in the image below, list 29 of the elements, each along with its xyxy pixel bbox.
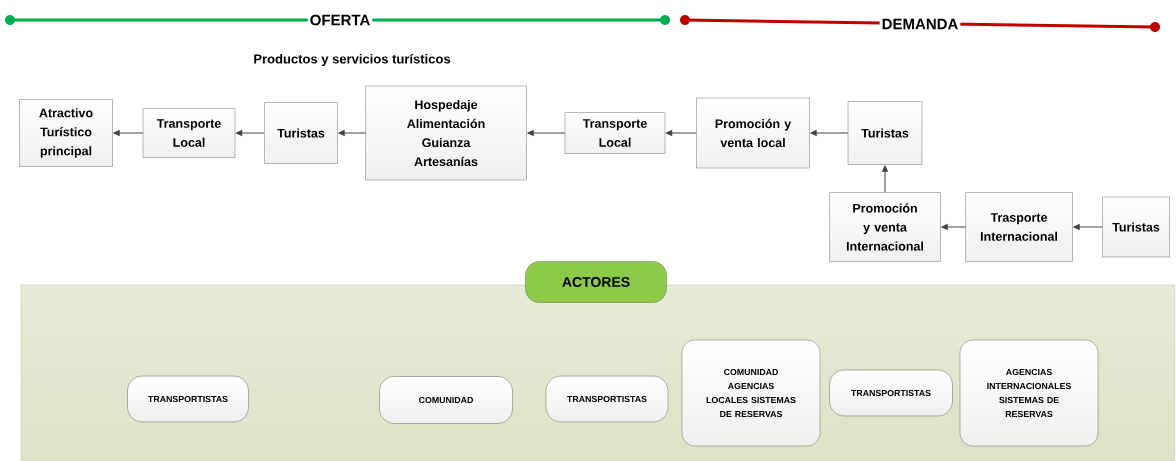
process-box: Atractivo Turístico principal (19, 99, 113, 167)
arrow (113, 130, 144, 136)
section-label: DEMANDA (879, 16, 961, 32)
actor-box: TRANSPORTISTAS (127, 375, 249, 423)
process-box: Trasporte Internacional (965, 192, 1073, 262)
arrow (810, 130, 849, 136)
arrow (941, 224, 966, 230)
actor-box: TRANSPORTISTAS (829, 369, 953, 417)
process-box: Promoción y venta Internacional (829, 192, 941, 262)
arrow (338, 130, 366, 136)
arrow (235, 130, 265, 136)
process-box: Turistas (264, 102, 338, 164)
process-box: Transporte Local (142, 108, 236, 158)
section-label: OFERTA (307, 12, 373, 28)
actor-box: AGENCIAS INTERNACIONALES SISTEMAS DE RESERVAS (959, 339, 1099, 447)
process-box: Promoción y venta local (696, 97, 810, 169)
actor-box: COMUNIDAD AGENCIAS LOCALES SISTEMAS DE RESERVAS (681, 339, 821, 447)
arrow (527, 130, 566, 136)
arrow (1073, 224, 1103, 230)
process-box: Turistas (1102, 196, 1170, 258)
process-box: Transporte Local (564, 112, 666, 154)
heading: Productos y servicios turísticos (254, 53, 451, 67)
actor-box: TRANSPORTISTAS (545, 375, 669, 423)
process-box: Turistas (847, 101, 923, 165)
arrow (882, 165, 888, 193)
process-box: Hospedaje Alimentación Guianza Artesanías (365, 85, 527, 181)
arrow (666, 130, 697, 136)
heading-pill: ACTORES (525, 261, 667, 303)
actor-box: COMUNIDAD (379, 376, 513, 424)
